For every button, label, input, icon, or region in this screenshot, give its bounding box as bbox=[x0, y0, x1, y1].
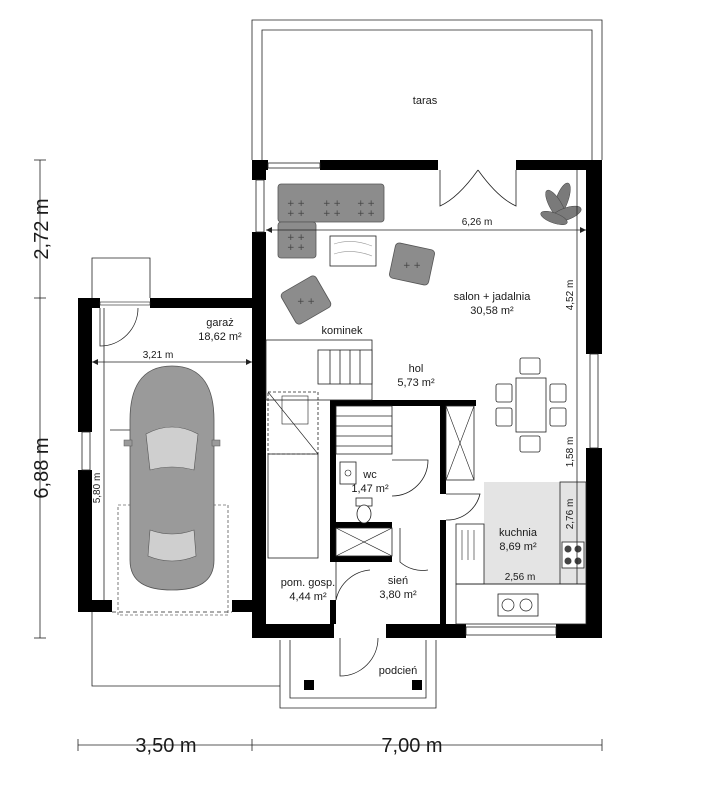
coffee-table bbox=[329, 235, 377, 267]
svg-text:+ +: + + bbox=[323, 209, 341, 219]
dim-overall-top: 2,72 m bbox=[31, 198, 53, 259]
dining-table bbox=[495, 357, 567, 453]
label-wc: wc bbox=[362, 469, 377, 481]
dim-garage-depth: 5,80 m bbox=[92, 473, 103, 504]
label-sien: sień bbox=[388, 575, 408, 587]
label-taras: taras bbox=[413, 95, 438, 107]
label-hol: hol bbox=[409, 363, 424, 375]
label-pom-gosp: pom. gosp. bbox=[281, 577, 335, 589]
windows bbox=[81, 162, 599, 636]
dim-kitchen-depth: 2,76 m bbox=[565, 499, 576, 530]
svg-text:+ +: + + bbox=[403, 261, 421, 271]
label-salon: salon + jadalnia bbox=[454, 291, 532, 303]
car bbox=[117, 365, 229, 616]
label-garaz: garaż bbox=[206, 317, 234, 329]
plant bbox=[540, 182, 582, 225]
dim-bottom-right: 7,00 m bbox=[381, 735, 442, 757]
svg-text:+ +: + + bbox=[287, 199, 305, 209]
area-hol: 5,73 m² bbox=[397, 377, 435, 389]
armchair: + + + + bbox=[280, 242, 435, 325]
label-kuchnia: kuchnia bbox=[499, 527, 538, 539]
area-salon: 30,58 m² bbox=[470, 305, 514, 317]
wardrobe bbox=[445, 405, 475, 481]
label-podcien: podcień bbox=[379, 665, 418, 677]
sofa: + ++ ++ + + ++ ++ + + ++ + bbox=[277, 183, 385, 259]
dim-window-side: 1,58 m bbox=[565, 437, 576, 468]
svg-text:+ +: + + bbox=[287, 233, 305, 243]
svg-text:+ +: + + bbox=[287, 243, 305, 253]
garage-outline bbox=[91, 257, 437, 709]
porch-pillars bbox=[304, 680, 422, 690]
walls bbox=[78, 160, 602, 638]
dim-salon-width: 6,26 m bbox=[462, 217, 493, 228]
area-sien: 3,80 m² bbox=[379, 589, 417, 601]
dim-overall-main: 6,88 m bbox=[31, 437, 53, 498]
area-pom-gosp: 4,44 m² bbox=[289, 591, 327, 603]
utility-cupboard bbox=[335, 527, 393, 557]
wc-fixtures bbox=[339, 461, 373, 524]
label-kominek: kominek bbox=[322, 325, 363, 337]
dim-kitchen-width: 2,56 m bbox=[505, 572, 536, 583]
staircase bbox=[265, 339, 393, 559]
terrace-outline bbox=[251, 19, 603, 160]
area-wc: 1,47 m² bbox=[351, 483, 389, 495]
svg-text:+ +: + + bbox=[357, 209, 375, 219]
dim-garage-width: 3,21 m bbox=[143, 350, 174, 361]
svg-text:+ +: + + bbox=[323, 199, 341, 209]
kitchen-sink bbox=[497, 593, 539, 617]
svg-text:+ +: + + bbox=[357, 199, 375, 209]
dimension-arrows bbox=[92, 227, 586, 365]
area-kuchnia: 8,69 m² bbox=[499, 541, 537, 553]
dim-bottom-left: 3,50 m bbox=[135, 735, 196, 757]
svg-text:+ +: + + bbox=[297, 297, 315, 307]
kitchen-hob bbox=[561, 541, 585, 569]
svg-text:+ +: + + bbox=[287, 209, 305, 219]
dimension-lines bbox=[34, 159, 603, 751]
area-garaz: 18,62 m² bbox=[198, 331, 242, 343]
kitchen-area bbox=[455, 481, 587, 625]
dim-salon-depth: 4,52 m bbox=[565, 280, 576, 311]
